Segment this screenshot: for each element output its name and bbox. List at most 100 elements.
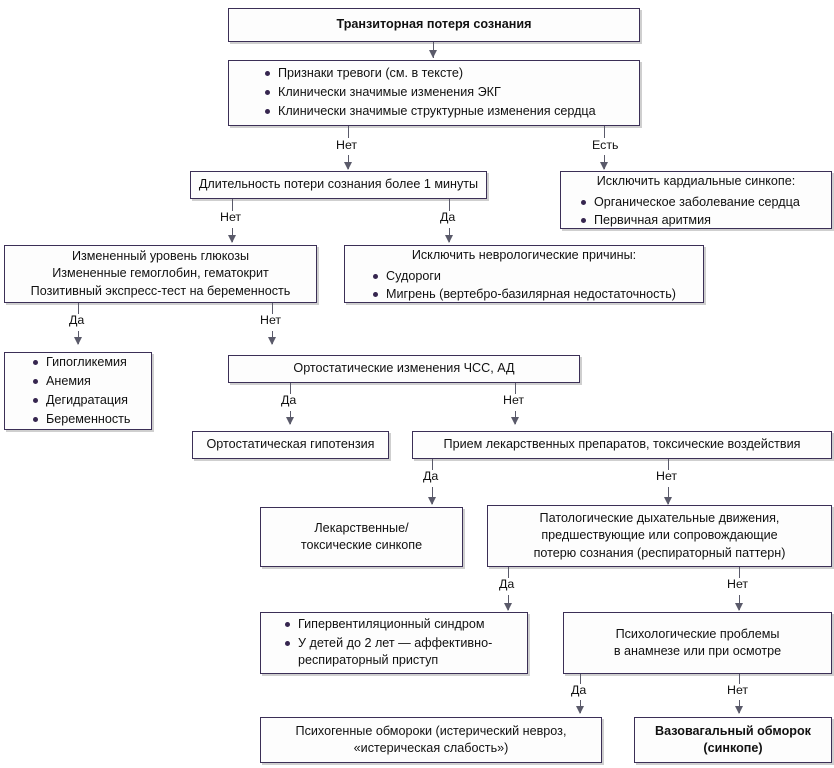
edge-ortho-no-stub: [515, 383, 517, 394]
node-vasovagal-syncope-line-1: Вазовагальный обморок: [655, 723, 811, 738]
list-item: Признаки тревоги (см. в тексте): [265, 65, 596, 82]
node-psychological-problems: Психологические проблемы в анамнезе или …: [563, 612, 832, 674]
node-orthostatic-text: Ортостатические изменения ЧСС, АД: [293, 361, 515, 376]
node-metabolic: Гипогликемия Анемия Дегидратация Беремен…: [4, 352, 152, 430]
node-respiratory-pattern-line-3: потерю сознания (респираторный паттерн): [533, 545, 786, 560]
edge-alarm-yes-stub: [604, 126, 606, 138]
edge-label-ortho-no: Нет: [503, 393, 525, 407]
edge-label-ortho-yes: Да: [281, 393, 297, 407]
node-psychological-problems-line-1: Психологические проблемы: [615, 626, 780, 641]
edge-label-labs-no: Нет: [260, 313, 282, 327]
node-orthostatic-hypotension-text: Ортостатическая гипотензия: [206, 437, 375, 452]
node-respiratory-pattern: Патологические дыхательные движения, пре…: [487, 505, 832, 567]
node-drugs-text: Прием лекарственных препаратов, токсичес…: [443, 437, 801, 452]
edge-drugs-yes-stub: [432, 459, 434, 470]
edge-duration-yes-stub: [449, 199, 451, 211]
arrow-alarm-no-to-duration: [344, 162, 352, 170]
node-psychogenic-fainting: Психогенные обмороки (истерический невро…: [260, 717, 602, 763]
node-drug-toxic-syncope-line-2: токсические синкопе: [300, 538, 423, 552]
node-orthostatic-hypotension: Ортостатическая гипотензия: [192, 431, 389, 459]
node-root-text: Транзиторная потеря сознания: [336, 17, 532, 32]
edge-psych-yes-stub: [580, 674, 582, 684]
list-item: Анемия: [33, 373, 130, 390]
edge-drugs-no-to-respiratory: [668, 487, 670, 504]
node-vasovagal-syncope: Вазовагальный обморок (синкопе): [634, 717, 832, 763]
node-neuro: Исключить неврологические причины: Судор…: [344, 245, 704, 303]
arrow-psych-yes-to-psychogenic: [576, 706, 584, 714]
arrow-drugs-yes-to-syncope: [428, 497, 436, 505]
node-root: Транзиторная потеря сознания: [228, 8, 640, 42]
arrow-duration-no-to-labs: [228, 235, 236, 243]
node-psychogenic-fainting-line-1: Психогенные обмороки (истерический невро…: [295, 723, 567, 738]
arrow-drugs-no-to-respiratory: [664, 497, 672, 505]
list-item: Мигрень (вертебро-базилярная недостаточн…: [373, 286, 699, 303]
arrow-labs-yes-to-metabolic: [74, 337, 82, 345]
node-psychogenic-fainting-line-2: «истерическая слабость»): [353, 741, 509, 755]
arrow-resp-yes-to-hyperventilation: [504, 603, 512, 611]
edge-resp-no-stub: [739, 567, 741, 578]
list-item: Гипогликемия: [33, 354, 130, 371]
edge-label-psych-no: Нет: [727, 683, 749, 697]
edge-labs-yes-stub: [78, 303, 80, 314]
edge-label-alarm-present: Есть: [592, 138, 619, 152]
edge-label-drugs-no: Нет: [656, 469, 678, 483]
node-vasovagal-syncope-line-2: (синкопе): [703, 741, 763, 755]
edge-alarm-no-stub: [348, 126, 350, 138]
edge-label-resp-yes: Да: [499, 577, 515, 591]
edge-label-alarm-no: Нет: [336, 138, 358, 152]
edge-label-labs-yes: Да: [69, 313, 85, 327]
edge-label-duration-no: Нет: [220, 210, 242, 224]
node-labs: Измененный уровень глюкозы Измененные ге…: [4, 245, 317, 303]
arrow-labs-no-to-orthostatic: [268, 337, 276, 345]
node-cardiac: Исключить кардиальные синкопе: Органичес…: [560, 171, 832, 229]
list-item: У детей до 2 лет — аффективно-респиратор…: [285, 635, 523, 670]
node-respiratory-pattern-line-2: предшествующие или сопровождающие: [541, 528, 778, 543]
list-item: Гипервентиляционный синдром: [285, 616, 523, 633]
node-respiratory-pattern-line-1: Патологические дыхательные движения,: [539, 510, 780, 525]
node-hyperventilation: Гипервентиляционный синдром У детей до 2…: [260, 612, 528, 674]
list-item: Дегидратация: [33, 392, 130, 409]
node-duration: Длительность потери сознания более 1 мин…: [190, 171, 487, 199]
node-duration-text: Длительность потери сознания более 1 мин…: [198, 177, 479, 192]
arrow-ortho-yes-to-hypo: [286, 417, 294, 425]
node-neuro-list: Судороги Мигрень (вертебро-базилярная не…: [345, 266, 703, 305]
edge-labs-no-stub: [272, 303, 274, 314]
list-item: Клинически значимые структурные изменени…: [265, 103, 596, 120]
node-hyperventilation-list: Гипервентиляционный синдром У детей до 2…: [277, 615, 527, 672]
node-labs-line-2: Измененные гемоглобин, гематокрит: [52, 266, 269, 281]
edge-label-resp-no: Нет: [727, 577, 749, 591]
node-labs-line-3: Позитивный экспресс-тест на беременность: [30, 283, 291, 298]
arrow-root-to-alarm: [429, 50, 437, 58]
list-item: Беременность: [33, 411, 130, 428]
edge-resp-yes-stub: [508, 567, 510, 578]
node-psychological-problems-line-2: в анамнезе или при осмотре: [613, 644, 782, 658]
edge-label-psych-yes: Да: [571, 683, 587, 697]
node-metabolic-list: Гипогликемия Анемия Дегидратация Беремен…: [21, 353, 134, 430]
node-cardiac-list: Органическое заболевание сердца Первична…: [561, 192, 831, 231]
edge-psych-no-stub: [739, 674, 741, 684]
arrow-ortho-no-to-drugs: [511, 417, 519, 425]
arrow-alarm-yes-to-cardiac: [600, 162, 608, 170]
edge-resp-yes-to-hyperventilation: [508, 595, 510, 610]
edge-drugs-yes-to-syncope: [432, 487, 434, 504]
edge-resp-no-to-psych: [739, 595, 741, 610]
edge-label-duration-yes: Да: [440, 210, 456, 224]
node-alarm-signs: Признаки тревоги (см. в тексте) Клиничес…: [228, 60, 640, 126]
arrow-resp-no-to-psych: [735, 603, 743, 611]
node-alarm-signs-list: Признаки тревоги (см. в тексте) Клиничес…: [245, 64, 600, 122]
node-neuro-header: Исключить неврологические причины:: [411, 247, 637, 262]
node-drugs: Прием лекарственных препаратов, токсичес…: [412, 431, 832, 459]
list-item: Судороги: [373, 268, 699, 285]
edge-drugs-no-stub: [668, 459, 670, 470]
edge-label-drugs-yes: Да: [423, 469, 439, 483]
node-drug-toxic-syncope: Лекарственные/ токсические синкопе: [260, 507, 463, 567]
edge-ortho-yes-stub: [290, 383, 292, 394]
node-cardiac-header: Исключить кардиальные синкопе:: [596, 173, 796, 188]
list-item: Первичная аритмия: [581, 212, 827, 229]
arrow-psych-no-to-vasovagal: [735, 706, 743, 714]
node-orthostatic: Ортостатические изменения ЧСС, АД: [228, 355, 580, 383]
list-item: Органическое заболевание сердца: [581, 194, 827, 211]
arrow-duration-yes-to-neuro: [445, 235, 453, 243]
edge-duration-no-stub: [232, 199, 234, 211]
